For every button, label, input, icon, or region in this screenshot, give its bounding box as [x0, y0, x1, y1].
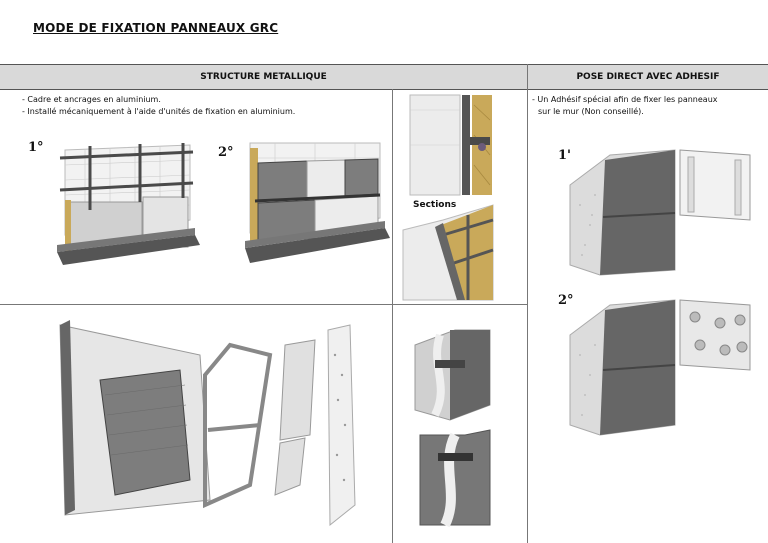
adhesive-step1 — [569, 149, 751, 276]
grc-panel-back — [327, 324, 356, 527]
step-label-right-1: 1' — [558, 148, 572, 163]
note-aluminium-frame: - Cadre et ancrages en aluminium. — [22, 95, 161, 104]
mesh-panel — [99, 369, 191, 496]
base-slab — [245, 228, 390, 263]
section-detail-top — [409, 94, 492, 196]
sections-label: Sections — [413, 200, 457, 210]
adhesive-dots — [689, 311, 748, 356]
row-divider — [0, 304, 527, 305]
note-not-recommended: sur le mur (Non conseillé). — [538, 107, 644, 116]
grc-panel-bottom — [274, 437, 306, 496]
column-divider-sections — [392, 89, 393, 543]
page-title: MODE DE FIXATION PANNEAUX GRC — [33, 21, 279, 35]
metal-frame — [59, 143, 194, 210]
section-detail-bottom — [402, 204, 494, 301]
step-label-right-2: 2° — [558, 293, 574, 308]
adhesive-panel-open — [679, 149, 751, 221]
note-mechanical-install: - Installé mécaniquement à l'aide d'unit… — [22, 107, 296, 116]
grc-curved-edge — [431, 333, 445, 417]
insulation-edge — [65, 200, 71, 255]
metal-frame-exploded — [203, 342, 273, 509]
panel-grc-light-1 — [306, 159, 346, 199]
column-divider — [527, 64, 528, 543]
grc-curved-edge-lower — [440, 432, 460, 528]
header-structure-metallique: STRUCTURE METALLIQUE — [0, 64, 527, 90]
panel-grc-dark-1 — [257, 160, 308, 201]
grc-panel-dark — [600, 150, 675, 275]
anchor-bracket — [470, 137, 490, 145]
adhesive-step2 — [569, 299, 751, 436]
note-adhesive: - Un Adhésif spécial afin de fixer les p… — [532, 95, 718, 104]
base-slab — [57, 235, 200, 265]
fixing-bolt — [478, 143, 486, 151]
illustration-step1-structure — [57, 143, 200, 265]
steel-edge — [435, 223, 465, 300]
illustration-exploded-assembly — [59, 320, 356, 527]
anchor-details — [414, 329, 491, 528]
grc-panel-top — [279, 339, 316, 441]
step-label-1: 1° — [28, 140, 44, 155]
adhesive-dots-panel — [679, 299, 751, 371]
anchor-rail — [435, 360, 465, 368]
metal-rail — [254, 193, 381, 203]
steel-profile — [462, 95, 470, 195]
anchor-rail-lower — [438, 453, 473, 461]
header-pose-direct: POSE DIRECT AVEC ADHESIF — [528, 64, 768, 90]
insulation-edge — [250, 148, 258, 243]
steel-column — [60, 320, 75, 515]
steel-plate — [450, 330, 490, 420]
illustration-step2-panels — [245, 142, 390, 263]
panel-grc-dark-2 — [344, 158, 379, 197]
step-label-2: 2° — [218, 145, 234, 160]
